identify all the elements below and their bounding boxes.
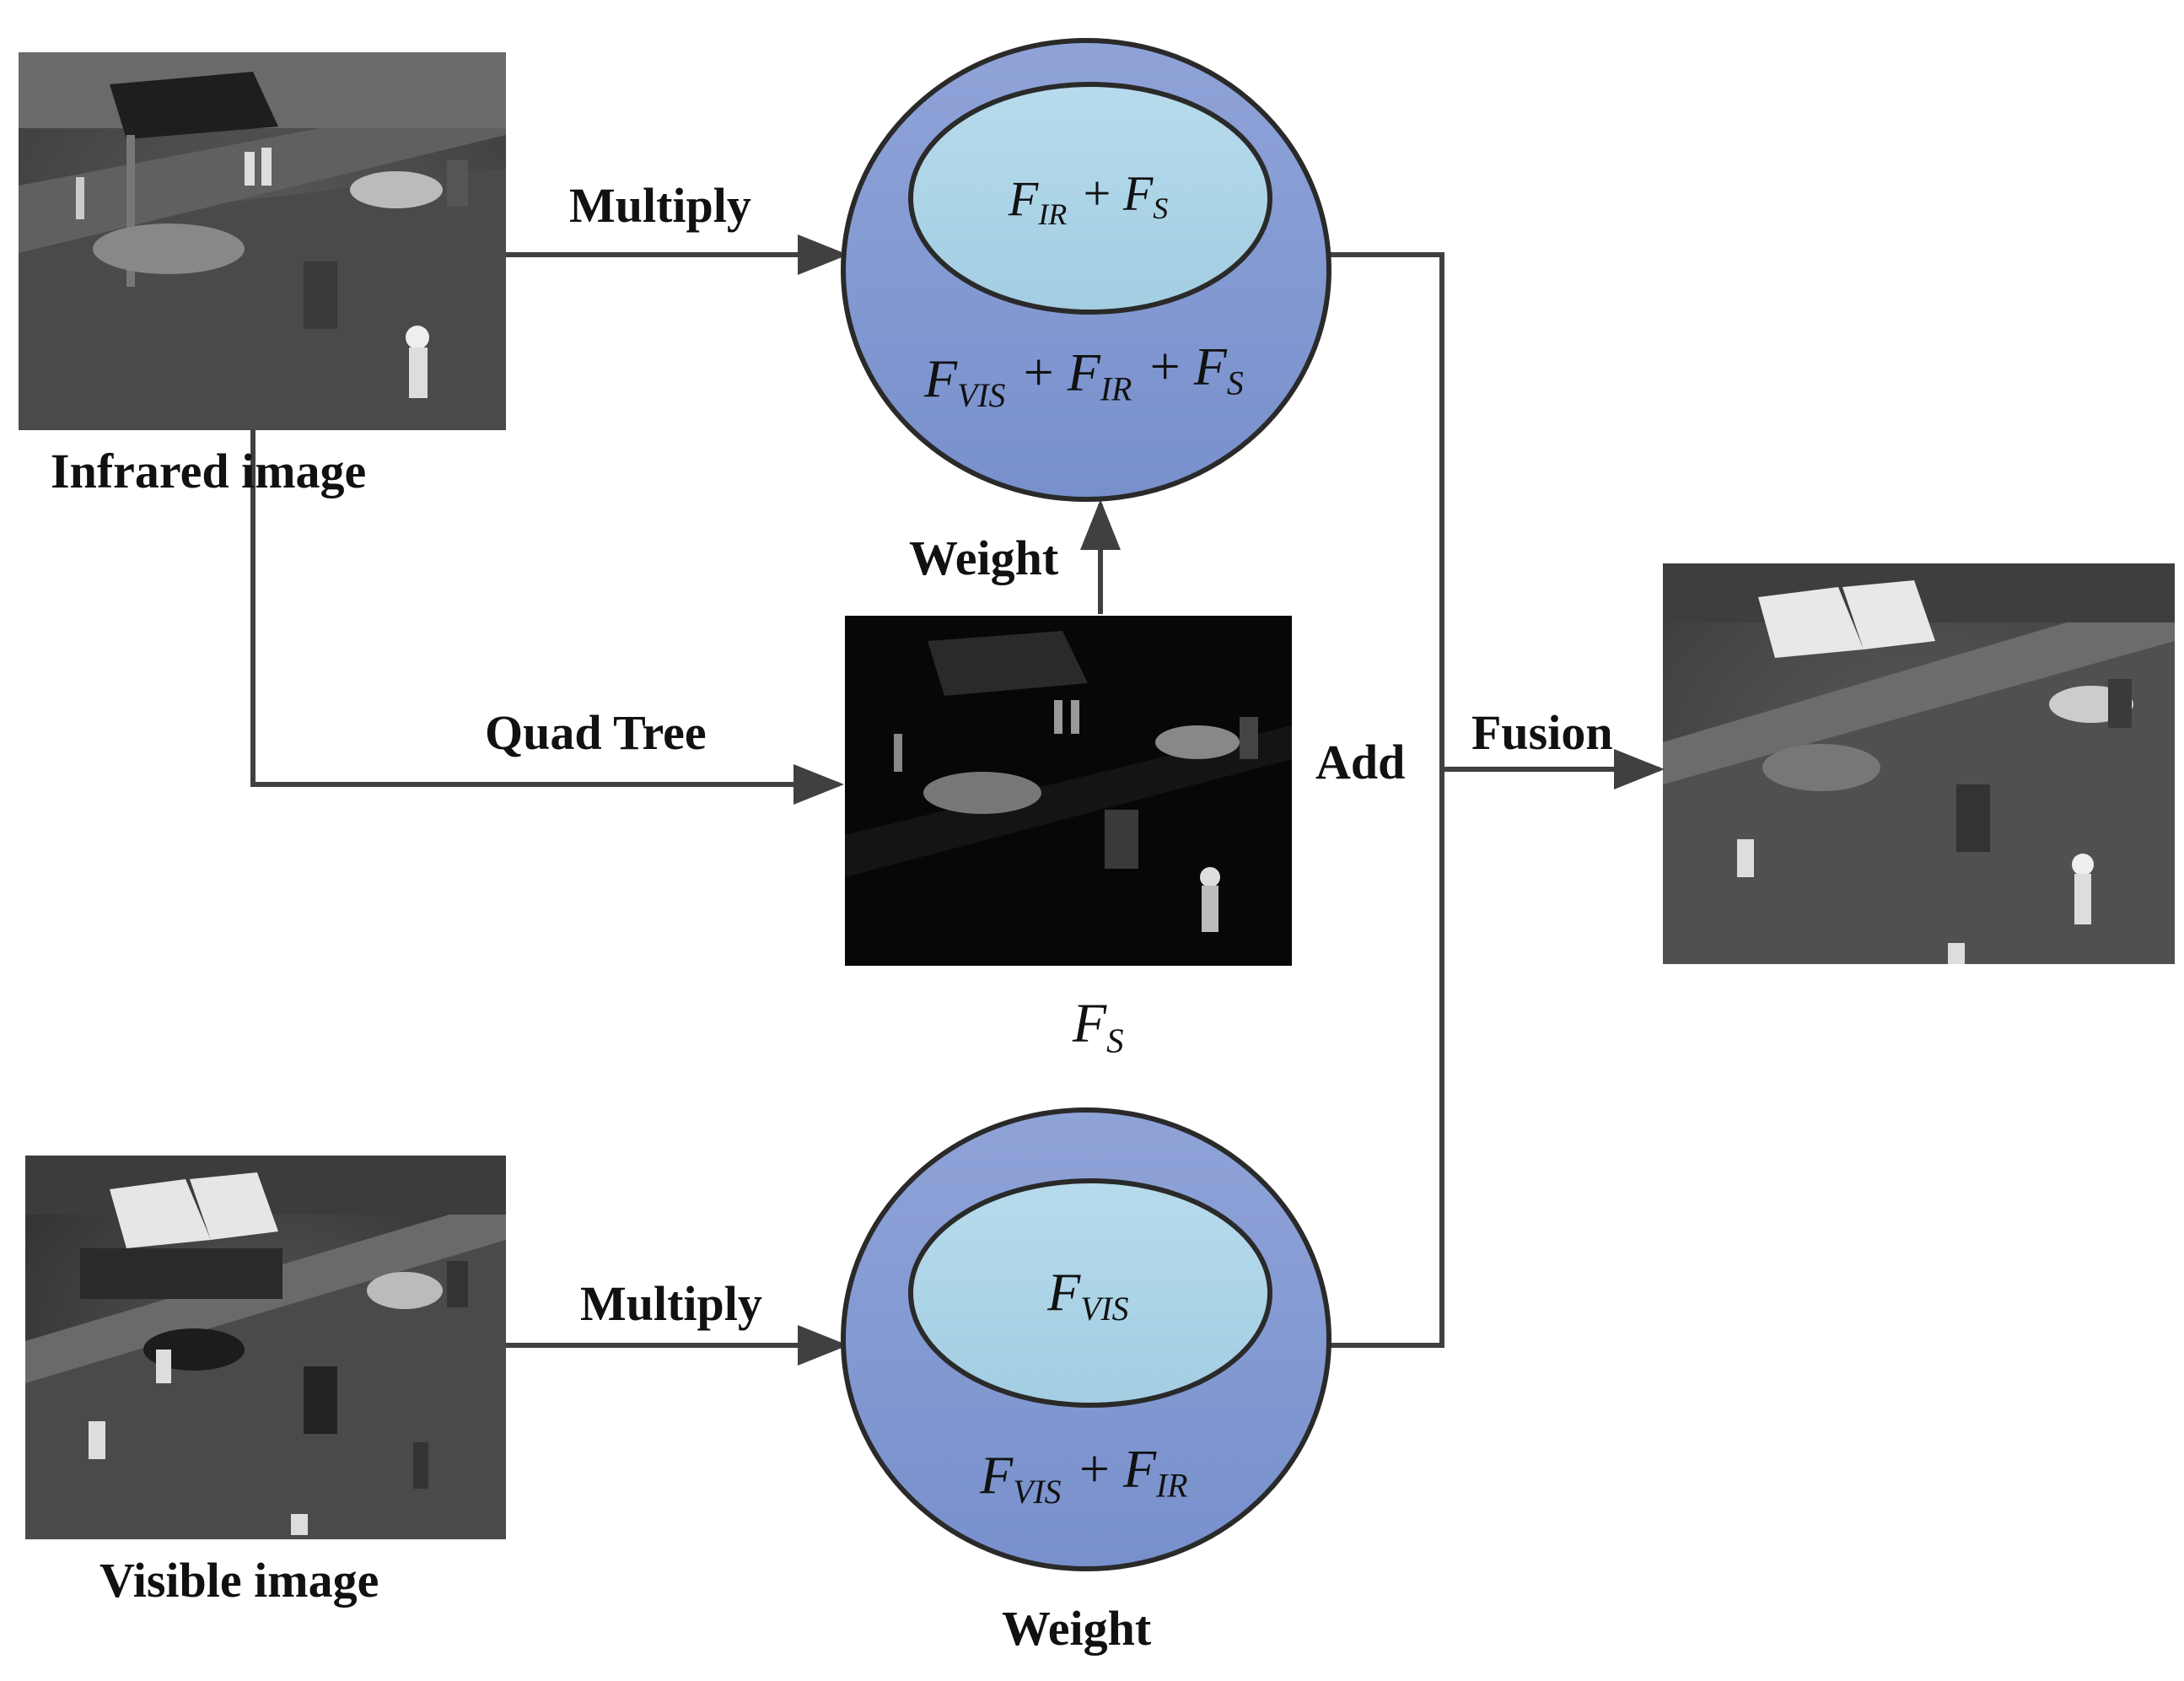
visible-image: [25, 1156, 506, 1539]
formula-subscript: IR: [1100, 371, 1132, 408]
formula-operator: +: [1137, 336, 1194, 396]
formula-operator: +: [1066, 1439, 1123, 1499]
add-label: Add: [1315, 735, 1406, 789]
formula-symbol: F: [1122, 1439, 1157, 1499]
formula-symbol: F: [1067, 342, 1101, 402]
saliency-map-image: [845, 616, 1292, 966]
formula-subscript: IR: [1037, 197, 1067, 231]
formula-subscript: S: [1106, 1021, 1123, 1059]
weight-bottom-label: Weight: [1002, 1601, 1152, 1656]
formula-subscript: VIS: [1013, 1474, 1061, 1511]
connectors: [250, 234, 1665, 1366]
formula-operator: +: [1071, 165, 1123, 220]
upper-weight-inner-formula: FIR + FS: [1008, 160, 1172, 231]
quad-tree-label: Quad Tree: [485, 705, 707, 760]
formula-symbol: F: [1122, 165, 1154, 220]
upper-weight-node: FIR + FS FVIS + FIR + FS: [841, 38, 1331, 502]
formula-symbol: F: [979, 1445, 1014, 1505]
formula-subscript: S: [1153, 191, 1168, 225]
formula-subscript: S: [1227, 364, 1244, 401]
upper-weight-outer-formula: FVIS + FIR + FS: [923, 330, 1248, 414]
formula-subscript: IR: [1155, 1468, 1187, 1505]
formula-symbol: F: [923, 348, 958, 408]
formula-symbol: F: [1008, 171, 1039, 226]
visible-image-label: Visible image: [100, 1553, 379, 1608]
formula-symbol: F: [1193, 336, 1228, 396]
fusion-label: Fusion: [1471, 705, 1613, 760]
formula-operator: +: [1010, 342, 1068, 402]
lower-weight-outer-formula: FVIS + FIR: [979, 1432, 1192, 1510]
weight-up-label: Weight: [909, 531, 1059, 585]
saliency-map-label: FS: [1072, 986, 1128, 1059]
line-upper-weight-to-add: [1328, 252, 1444, 1348]
fused-image: [1663, 563, 2175, 964]
formula-symbol: F: [1046, 1262, 1081, 1322]
lower-weight-node: FVIS FVIS + FIR: [841, 1107, 1331, 1571]
multiply-bottom-label: Multiply: [580, 1276, 762, 1331]
formula-subscript: VIS: [1080, 1290, 1128, 1328]
formula-subscript: VIS: [957, 377, 1005, 414]
lower-weight-inner-formula: FVIS: [1046, 1256, 1133, 1328]
line-infrared-to-quadtree: [250, 430, 844, 805]
infrared-image-label: Infrared image: [51, 444, 367, 498]
formula-symbol: F: [1072, 993, 1107, 1054]
infrared-image: [19, 52, 506, 430]
multiply-top-label: Multiply: [569, 178, 751, 233]
